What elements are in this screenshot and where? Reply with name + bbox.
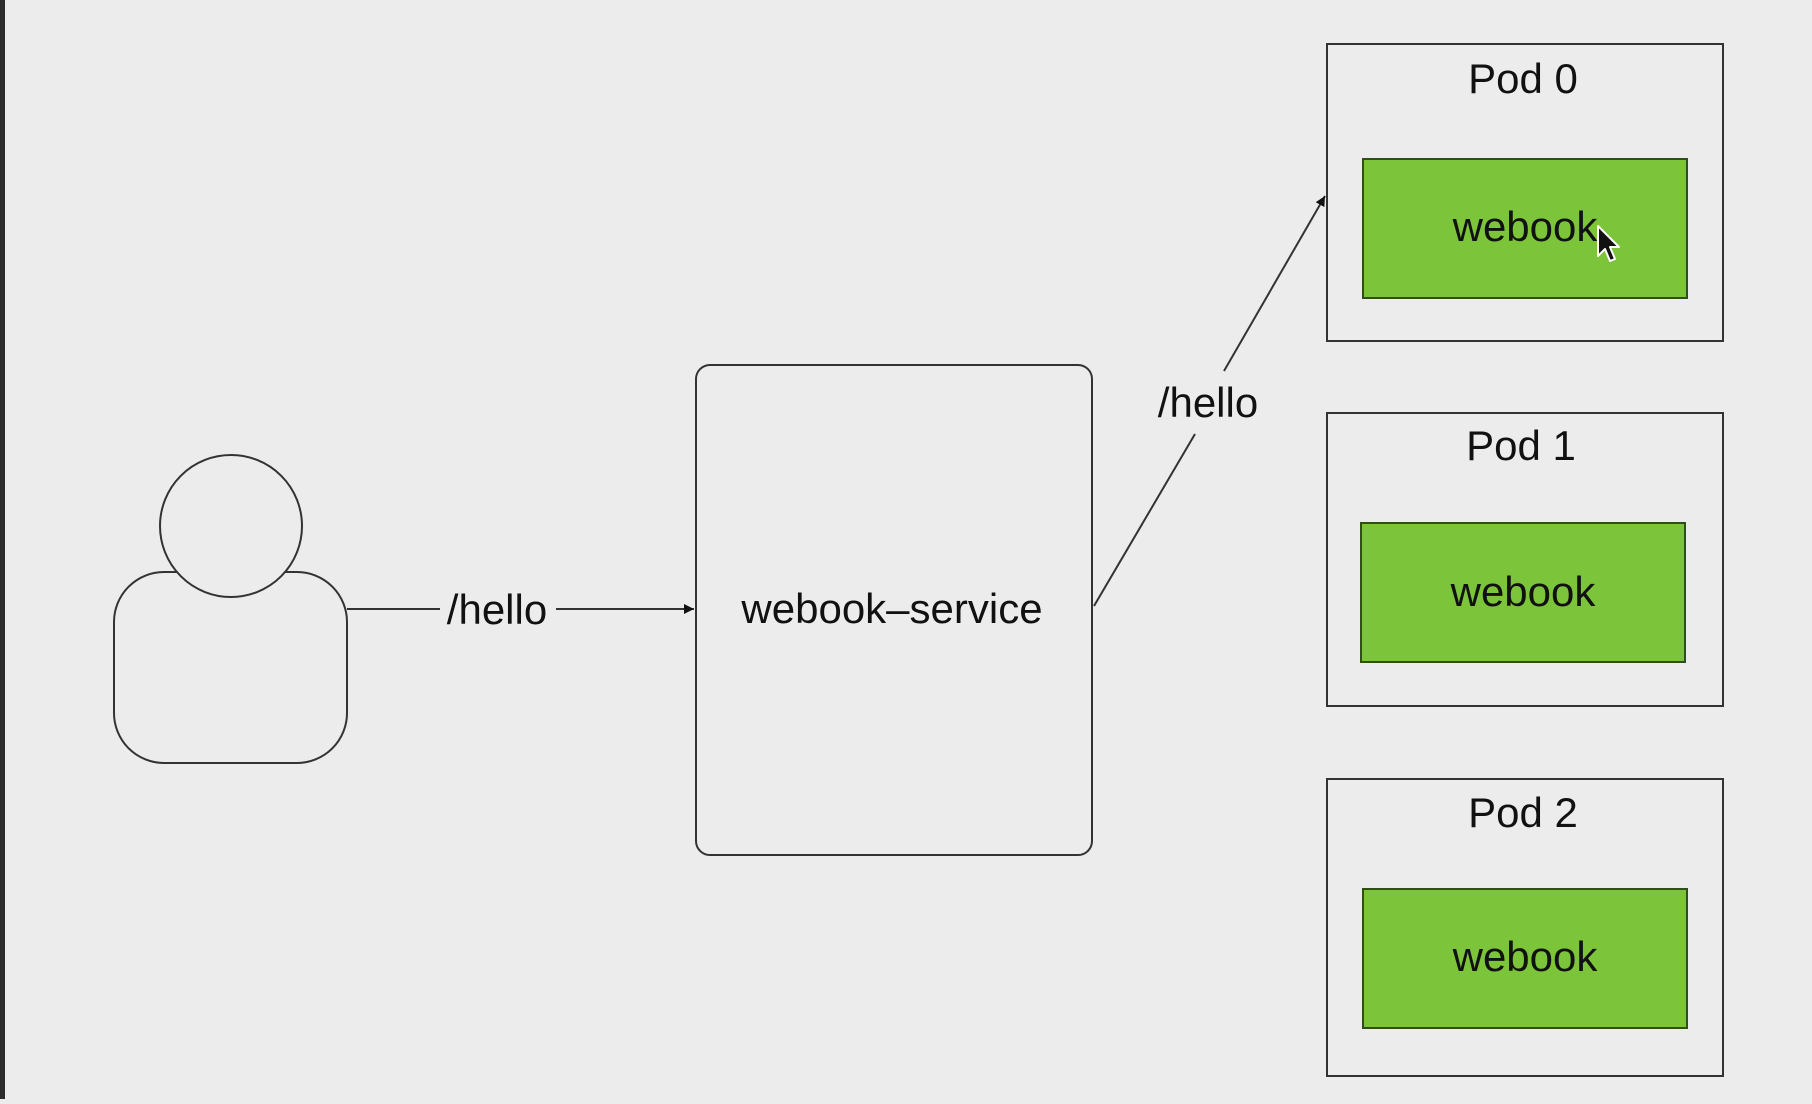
service-node: webook–service	[695, 364, 1093, 856]
pod-2-title: Pod 2	[1468, 789, 1578, 836]
service-label: webook–service	[740, 585, 1042, 632]
mouse-pointer-icon	[1597, 225, 1620, 262]
user-icon	[113, 454, 348, 764]
pod-1-title: Pod 1	[1466, 422, 1576, 469]
edge-label-service-to-pod0: /hello	[1158, 379, 1258, 426]
edge-user-to-service: /hello	[347, 586, 694, 633]
pod-1-container[interactable]: webook	[1360, 522, 1686, 663]
pod-0-container[interactable]: webook	[1362, 158, 1688, 299]
pod-2-container-label: webook	[1452, 933, 1599, 980]
pod-0-title: Pod 0	[1468, 55, 1578, 102]
edge-service-to-pod0: /hello	[1093, 195, 1326, 607]
window-edge	[0, 0, 5, 1099]
pod-1: Pod 1 webook	[1326, 412, 1724, 707]
pod-2: Pod 2 webook	[1326, 778, 1724, 1077]
edge-label-user-to-service: /hello	[447, 586, 547, 633]
pod-1-container-label: webook	[1450, 568, 1597, 615]
pod-2-container[interactable]: webook	[1362, 888, 1688, 1029]
pod-0: Pod 0 webook	[1326, 43, 1724, 342]
pod-0-container-label: webook	[1452, 203, 1599, 250]
